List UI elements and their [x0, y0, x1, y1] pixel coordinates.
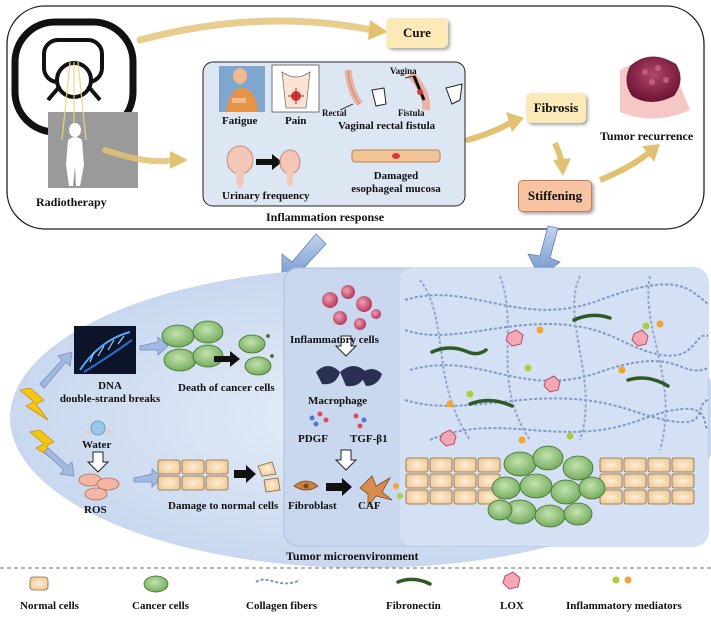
pain-label: Pain	[285, 115, 307, 127]
death-arrow	[214, 351, 240, 367]
legend-fibronectin-icon	[396, 577, 432, 586]
growth-factor-dots	[309, 411, 367, 429]
macrophage-icon	[316, 366, 382, 387]
damage-arrow	[234, 465, 256, 483]
lightning-icon	[19, 387, 49, 421]
lox-markers	[439, 329, 649, 447]
tissue-normal-cells	[405, 457, 695, 505]
collagen-fibers	[404, 275, 709, 451]
dna-label: DNA double-strand breaks	[52, 380, 168, 405]
legend-fibronectin-label: Fibronectin	[386, 600, 441, 612]
fatigue-label: Fatigue	[222, 115, 258, 127]
damage-normal-label: Damage to normal cells	[168, 500, 279, 512]
death-cancer-label: Death of cancer cells	[178, 382, 275, 394]
caf-icon	[359, 475, 403, 508]
legend-collagen-label: Collagen fibers	[246, 600, 318, 612]
legend-mediators-label: Inflammatory mediators	[566, 600, 682, 612]
legend-cancer-cells-label: Cancer cells	[132, 600, 189, 612]
tumor-microenvironment-label: Tumor microenvironment	[286, 549, 419, 563]
pain-icon	[271, 64, 320, 113]
radiotherapy-label: Radiotherapy	[36, 195, 107, 209]
legend-lox-label: LOX	[500, 600, 524, 612]
damaged-mucosa-label: Damaged esophageal mucosa	[350, 170, 442, 195]
radiotherapy-machine-icon	[11, 18, 138, 188]
fibroblast-to-caf-arrow	[326, 478, 352, 496]
dna-line2: double-strand breaks	[59, 392, 161, 405]
ros-icon	[78, 473, 120, 501]
inflammatory-cells-icon	[322, 285, 381, 330]
stiffening-box: Stiffening	[518, 180, 592, 212]
tissue-cancer-cells	[487, 445, 606, 528]
tumor-recurrence-label: Tumor recurrence	[600, 129, 694, 143]
top-flow-arrows	[102, 17, 660, 183]
water-molecule-icon	[84, 420, 112, 436]
down-arrow-1	[334, 335, 358, 357]
water-to-ros-arrow	[86, 451, 110, 473]
rectal-fistula-icon	[339, 69, 463, 111]
normal-cell-cluster	[157, 459, 229, 491]
tumor-recurrence-icon	[620, 56, 690, 119]
water-label: Water	[82, 439, 112, 451]
symptom-panel	[202, 61, 466, 207]
vagina-label: Vagina	[390, 66, 417, 76]
caf-label: CAF	[358, 500, 381, 512]
legend-cancer-cell-icon	[143, 575, 169, 593]
damaged-normal-cells	[257, 461, 281, 493]
damaged-mucosa-line1: Damaged	[373, 170, 419, 182]
pdgf-label: PDGF	[298, 433, 328, 445]
fibronectin-strands	[430, 313, 670, 408]
tgfb1-label: TGF-β1	[350, 433, 388, 445]
inflammation-response-label: Inflammation response	[266, 210, 385, 224]
inflammatory-mediators	[446, 320, 664, 444]
ros-label: ROS	[84, 504, 107, 516]
legend-lox-icon	[502, 571, 521, 590]
esophageal-mucosa-icon	[351, 149, 441, 163]
legend-normal-cell-icon	[29, 576, 49, 591]
legend-mediator-icon	[612, 576, 632, 584]
inflammatory-cells-label: Inflammatory cells	[290, 334, 379, 346]
fibroblast-icon	[293, 480, 319, 491]
urinary-frequency-icon	[226, 145, 301, 188]
damaged-mucosa-line2: esophageal mucosa	[351, 182, 441, 195]
fistula-label: Fistula	[398, 108, 425, 118]
fibrosis-box: Fibrosis	[526, 93, 586, 123]
dna-line1: DNA	[98, 380, 122, 392]
macrophage-label: Macrophage	[308, 395, 368, 407]
left-blue-arrows	[39, 336, 169, 488]
cure-box: Cure	[386, 18, 448, 48]
legend-normal-cells-label: Normal cells	[20, 600, 79, 612]
dna-icon	[74, 326, 136, 374]
urinary-frequency-label: Urinary frequency	[222, 190, 310, 202]
legend-collagen-icon	[255, 578, 301, 585]
down-arrow-2	[334, 449, 358, 471]
rectal-label: Rectal	[322, 108, 347, 118]
fibroblast-label: Fibroblast	[288, 500, 337, 512]
vaginal-rectal-fistula-label: Vaginal rectal fistula	[338, 120, 436, 132]
dying-cancer-cells	[238, 334, 274, 376]
fatigue-icon	[219, 66, 265, 112]
